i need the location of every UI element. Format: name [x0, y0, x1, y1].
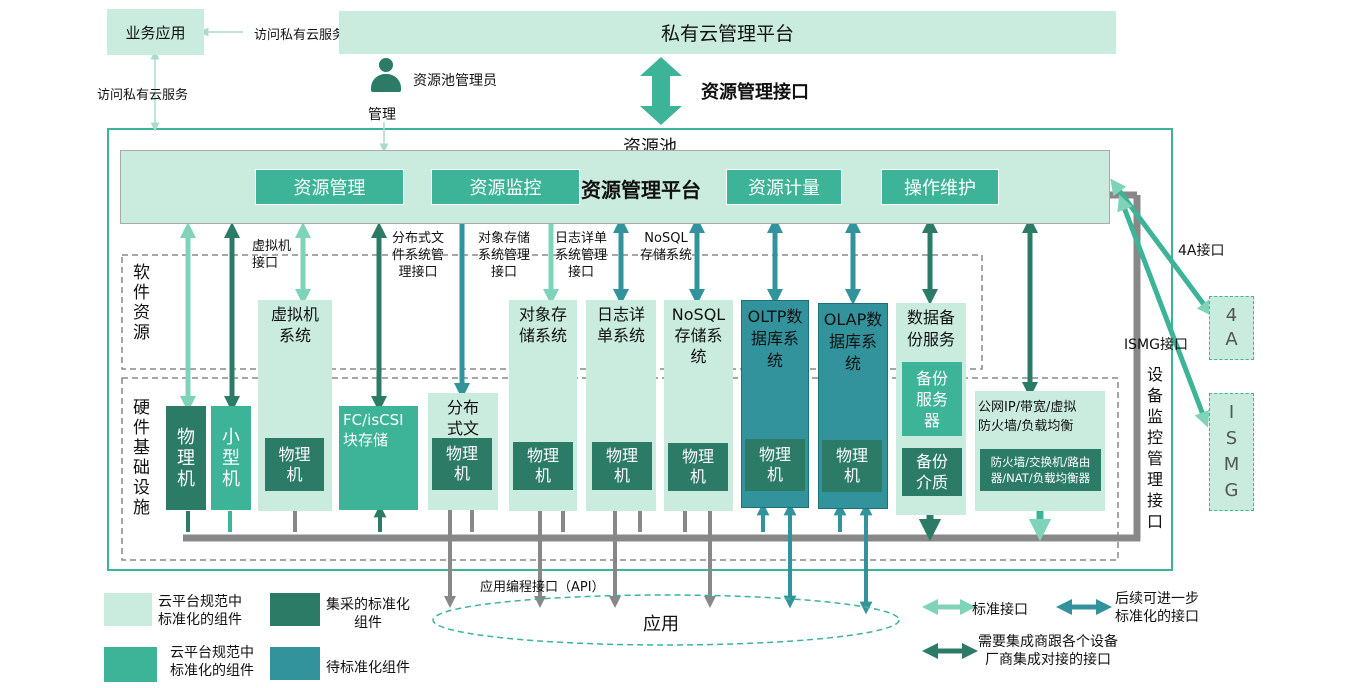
legend-integration-interface: 需要集成商跟各个设备 厂商集成对接的接口	[978, 634, 1118, 668]
vm-physical-label: 物理 机	[278, 444, 311, 484]
access-service-label-left: 访问私有云服务	[97, 88, 189, 103]
oltp-db-label: OLTP数 据库系 统	[747, 307, 803, 370]
olap-db-label: OLAP数 据库系 统	[823, 310, 883, 373]
oltp-physical-label: 物理 机	[758, 445, 791, 484]
module-resource-monitoring: 资源监控	[431, 169, 580, 205]
physical-machine-box: 物理机	[166, 406, 206, 510]
nosql-physical-box: 物理 机	[668, 443, 728, 491]
backup-service-label: 数据备 份服务	[906, 308, 955, 349]
legend-swatch-light	[104, 593, 152, 626]
iface-nosql-label: NoSQL 存储系统	[640, 231, 693, 263]
backup-media-label: 备份 介质	[915, 452, 948, 492]
legend-swatch-mid	[104, 647, 157, 682]
legend-swatch-teal	[270, 647, 320, 680]
hardware-infrastructure-label: 硬件基础设施	[133, 398, 150, 518]
dist-fs-label: 分布 式文	[446, 398, 479, 438]
module-resource-management: 资源管理	[255, 169, 404, 205]
person-icon	[370, 58, 402, 92]
log-system-label: 日志详 单系统	[596, 305, 645, 345]
physical-machine-label: 物理机	[177, 426, 195, 490]
vm-system-label: 虚拟机 系统	[270, 305, 319, 345]
iface-vm-label: 虚拟机 接口	[252, 239, 292, 271]
legend-swatch-dark	[270, 593, 320, 626]
module-label: 资源管理	[293, 178, 366, 199]
object-storage-physical-box: 物理 机	[513, 442, 573, 490]
minicomputer-label: 小型机	[222, 426, 240, 490]
module-label: 资源计量	[748, 178, 820, 199]
backup-server-label: 备份 服务 器	[915, 368, 948, 430]
olap-physical-box: 物理 机	[822, 440, 882, 492]
resource-mgmt-interface-label: 资源管理接口	[701, 82, 809, 103]
iface-object-storage-label: 对象存储 系统管理 接口	[478, 231, 531, 280]
business-application-box: 业务应用	[107, 9, 204, 55]
resource-mgmt-platform-label: 资源管理平台	[581, 178, 701, 202]
legend-future-interface: 后续可进一步 标准化的接口	[1115, 591, 1199, 625]
dist-fs-physical-label: 物理 机	[445, 444, 478, 483]
backup-media-box: 备份 介质	[902, 448, 962, 496]
manage-label: 管理	[368, 107, 396, 123]
box-ismg: I S M G	[1209, 393, 1254, 511]
network-service-label: 公网IP/带宽/虚拟 防火墙/负载均衡	[978, 400, 1077, 434]
legend-pending-component: 待标准化组件	[326, 660, 410, 676]
api-label: 应用编程接口（API）	[480, 580, 605, 595]
iface-4a-label: 4A接口	[1178, 243, 1225, 259]
admin-label: 资源池管理员	[413, 73, 497, 89]
nosql-physical-label: 物理 机	[681, 447, 714, 486]
iface-ismg-label: ISMG接口	[1124, 337, 1188, 353]
network-devices-label: 防火墙/交换机/路由 器/NAT/负载均衡器	[990, 455, 1091, 485]
resource-mgmt-double-arrow	[640, 57, 682, 125]
log-system-physical-label: 物理 机	[605, 446, 638, 485]
log-system-physical-box: 物理 机	[592, 442, 652, 490]
software-resources-label: 软件资源	[133, 263, 150, 343]
private-cloud-platform: 私有云管理平台	[339, 11, 1116, 54]
legend-procured-component: 集采的标准化 组件	[326, 597, 410, 631]
vm-physical-box: 物理 机	[265, 438, 324, 491]
object-storage-physical-label: 物理 机	[526, 446, 559, 485]
oltp-physical-box: 物理 机	[745, 439, 805, 491]
dist-fs-physical-box: 物理 机	[432, 438, 492, 490]
box-4a: 4 A	[1209, 296, 1254, 360]
legend-std-component-light: 云平台规范中 标准化的组件	[158, 594, 242, 628]
application-label: 应用	[643, 614, 679, 635]
application-ellipse	[432, 594, 900, 646]
business-application-label: 业务应用	[125, 23, 186, 42]
module-operation-maintenance: 操作维护	[881, 169, 999, 205]
box-4a-label: 4 A	[1225, 305, 1238, 350]
network-devices-box: 防火墙/交换机/路由 器/NAT/负载均衡器	[980, 449, 1101, 491]
legend-std-interface: 标准接口	[972, 602, 1028, 618]
nosql-system-label: NoSQL 存储系 统	[671, 305, 726, 366]
olap-physical-label: 物理 机	[835, 446, 868, 485]
platform-title: 私有云管理平台	[660, 23, 794, 45]
legend-std-component-mid: 云平台规范中 标准化的组件	[170, 645, 254, 679]
iface-dist-fs-label: 分布式文 件系统管 理接口	[392, 231, 445, 280]
minicomputer-box: 小型机	[211, 406, 251, 510]
fc-block-storage-box	[339, 406, 418, 510]
fc-block-storage-label: FC/isCSI 块存储	[343, 411, 404, 449]
object-storage-label: 对象存 储系统	[518, 305, 567, 345]
module-resource-metering: 资源计量	[726, 169, 842, 205]
box-ismg-label: I S M G	[1223, 402, 1240, 501]
iface-log-label: 日志详单 系统管理 接口	[555, 231, 608, 280]
access-service-label-top: 访问私有云服务	[254, 28, 346, 43]
module-label: 操作维护	[904, 178, 976, 199]
module-label: 资源监控	[469, 178, 542, 199]
device-monitor-label: 设 备 监 控 管 理 接 口	[1147, 365, 1164, 531]
backup-server-box: 备份 服务 器	[902, 362, 962, 436]
